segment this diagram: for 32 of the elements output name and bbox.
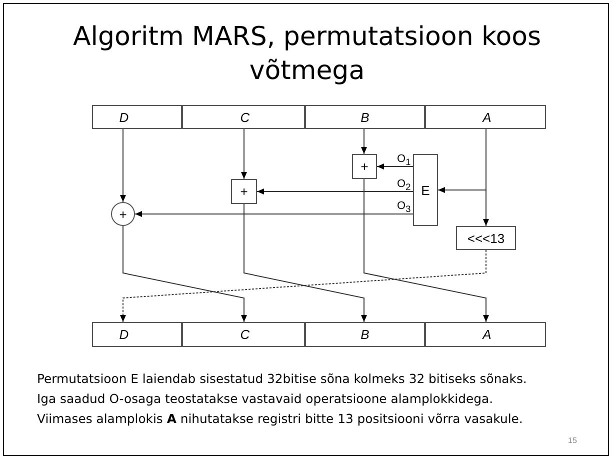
arrow (256, 188, 414, 194)
register-cell: D (92, 105, 182, 129)
note-text: Permutatsioon E laiendab sisestatud 32bitise sõna kolmeks 32 bitiseks sõnaks. (37, 371, 527, 387)
arrow (438, 128, 486, 193)
register-cell: D (92, 322, 182, 347)
register-cell: A (425, 105, 546, 129)
slide-title: Algoritm MARS, permutatsioon koos võtmega (72, 21, 542, 88)
note-text: Iga saadud O-osaga teostatakse vastavaid operatsioone alamplokkidega. (37, 391, 494, 407)
arrow (122, 226, 247, 322)
arrow (120, 250, 486, 322)
register-cell: A (425, 322, 546, 347)
edge-label: O$_{1}$ (397, 152, 411, 168)
register-cell: B (305, 322, 425, 347)
arrow (241, 128, 247, 180)
arrow (134, 211, 414, 217)
adder-circle: + (111, 202, 135, 226)
note-text: Viimases alamplokis A nihutatakse registri bitte 13 positsiooni võrra vasakule. (37, 411, 523, 427)
arrow (376, 164, 414, 170)
expansion-box: E (413, 154, 438, 226)
arrow (120, 128, 126, 202)
edge-label: O$_{3}$ (397, 200, 411, 216)
register-cell: C (182, 322, 305, 347)
page-number: 15 (568, 436, 577, 445)
arrow (361, 128, 367, 154)
arrow (364, 178, 489, 322)
adder-box: + (352, 154, 377, 179)
register-cell: C (182, 105, 305, 129)
adder-box: + (231, 179, 257, 204)
register-cell: B (305, 105, 425, 129)
arrow (244, 204, 367, 322)
edge-label: O$_{2}$ (397, 178, 411, 193)
rotation-box: <<<13 (456, 226, 516, 250)
